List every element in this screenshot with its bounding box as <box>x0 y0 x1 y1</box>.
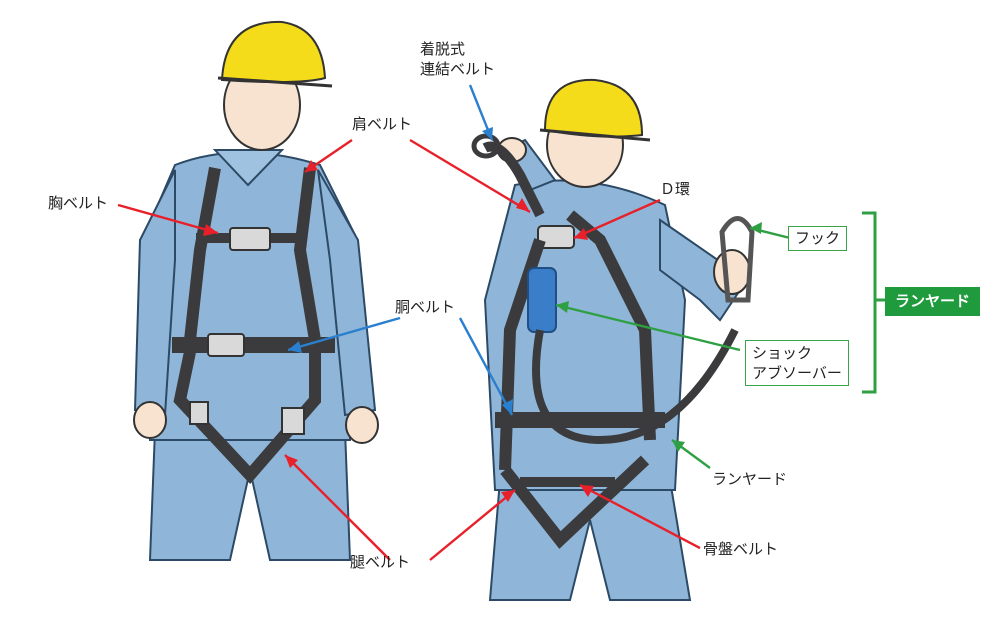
front-worker-figure <box>133 20 379 561</box>
arrow-waist-belt-2 <box>458 317 514 416</box>
label-detachable-belt-line1: 着脱式 <box>420 40 466 58</box>
arrow-shock-absorber <box>555 303 741 352</box>
arrow-chest-belt <box>117 203 219 235</box>
label-waist-belt: 胴ベルト <box>395 298 456 316</box>
arrow-pelvic-belt <box>579 483 701 550</box>
label-detachable-belt-line2: 連結ベルト <box>420 60 496 78</box>
label-pelvic-belt: 骨盤ベルト <box>703 540 779 558</box>
arrow-waist-belt <box>287 316 401 352</box>
label-leg-belt: 腿ベルト <box>350 553 411 571</box>
label-shock-absorber-line1: ショック <box>752 344 813 362</box>
arrow-shoulder-belt-2 <box>409 138 531 214</box>
lanyard-tag: ランヤード <box>885 287 981 316</box>
label-shoulder-belt: 肩ベルト <box>352 115 413 133</box>
arrow-d-ring <box>573 198 661 240</box>
label-chest-belt: 胸ベルト <box>48 194 109 212</box>
label-shock-absorber: ショック アブソーバー <box>745 340 849 386</box>
arrow-leg-belt <box>284 454 391 561</box>
back-worker-figure <box>471 78 755 601</box>
label-lanyard: ランヤード <box>712 470 788 488</box>
label-shock-absorber-line2: アブソーバー <box>752 364 842 382</box>
arrow-leg-belt-2 <box>429 489 516 561</box>
pointer-arrows <box>117 84 791 561</box>
label-hook: フック <box>788 226 848 251</box>
label-d-ring: Ｄ環 <box>660 180 691 198</box>
